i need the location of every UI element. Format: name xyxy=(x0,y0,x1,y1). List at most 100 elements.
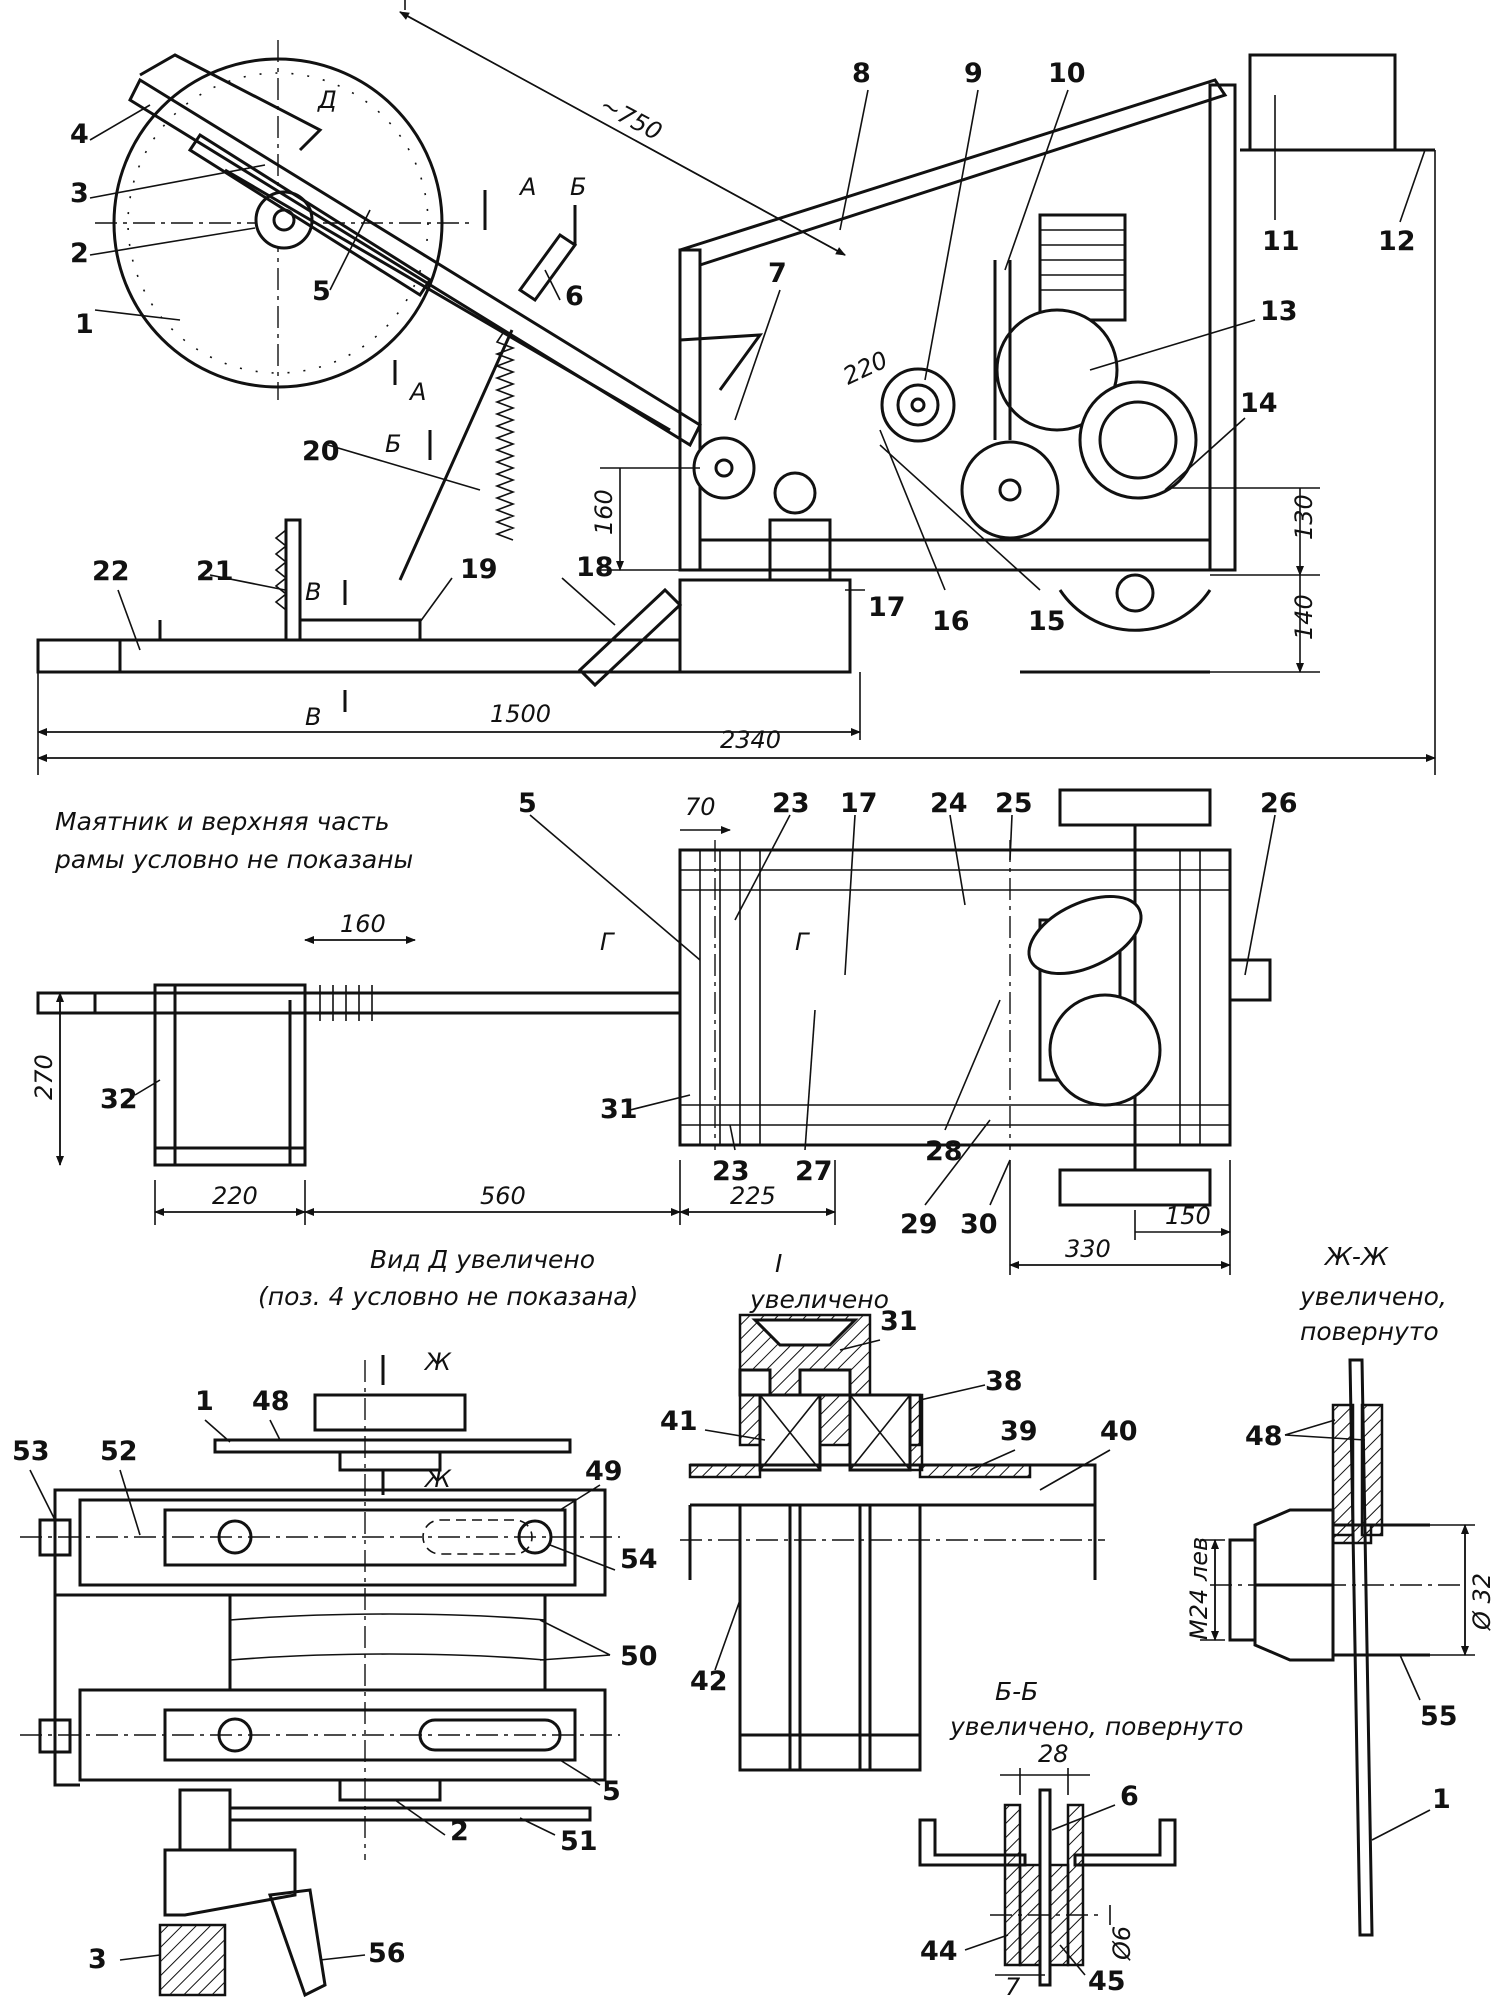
dim-7: 7 xyxy=(1005,1973,1021,2000)
dim-270: 270 xyxy=(30,1054,58,1100)
b-pos-44: 44 xyxy=(920,1936,958,1967)
d-pos-3: 3 xyxy=(88,1944,107,1975)
zh-pos-48: 48 xyxy=(1245,1421,1283,1452)
pos-3: 3 xyxy=(70,178,89,209)
dim-560: 560 xyxy=(480,1182,526,1210)
engine xyxy=(1038,213,1127,322)
d-pos-53: 53 xyxy=(12,1436,50,1467)
dim-150: 150 xyxy=(1165,1202,1211,1230)
b-pos-45: 45 xyxy=(1088,1966,1126,1997)
mark-b-bot: Б xyxy=(385,430,401,458)
pos-13: 13 xyxy=(1260,296,1298,327)
pos-4: 4 xyxy=(70,119,89,150)
i-pos-38: 38 xyxy=(985,1366,1023,1397)
pos-8: 8 xyxy=(852,58,871,89)
pos-15: 15 xyxy=(1028,606,1066,637)
plan-view-labels: 5 23 17 24 25 26 31 23 27 28 29 30 32 xyxy=(100,788,1298,1240)
section-zh-bot: Ж xyxy=(423,1465,452,1493)
dim-220: 220 xyxy=(212,1182,258,1210)
pos-19: 19 xyxy=(460,554,498,585)
dim-h130: 130 xyxy=(1290,494,1318,540)
d-pos-52: 52 xyxy=(100,1436,138,1467)
pos-10: 10 xyxy=(1048,58,1086,89)
dim-70: 70 xyxy=(685,793,716,821)
view-d-mark: Д xyxy=(317,86,337,114)
mark-g-right: Г xyxy=(795,928,810,956)
plan-note-line2: рамы условно не показаны xyxy=(54,845,413,874)
plan-pos-23-top: 23 xyxy=(772,788,810,819)
section-b-b: Б-Б увеличено, повернуто 28 Ø6 7 6 44 45 xyxy=(918,1677,1243,2000)
pos-9: 9 xyxy=(964,58,983,89)
fuel-tank xyxy=(1248,53,1397,152)
plan-pos-5: 5 xyxy=(518,788,537,819)
d-pos-50: 50 xyxy=(620,1641,658,1672)
detail-i-subtitle: увеличено xyxy=(749,1285,889,1314)
main-frame xyxy=(678,248,702,572)
pos-18: 18 xyxy=(576,552,614,583)
d-pos-2: 2 xyxy=(450,1816,469,1847)
dim-160: 160 xyxy=(340,910,386,938)
pendulum-arm xyxy=(128,77,702,448)
d-pos-49: 49 xyxy=(585,1456,623,1487)
i-pos-41: 41 xyxy=(660,1406,698,1437)
plan-pos-17: 17 xyxy=(840,788,878,819)
pos-6: 6 xyxy=(565,281,584,312)
i-pos-39: 39 xyxy=(1000,1416,1038,1447)
dim-28: 28 xyxy=(1038,1740,1069,1768)
dim-1500: 1500 xyxy=(490,700,551,728)
spring xyxy=(494,329,516,541)
mark-v-bot: В xyxy=(305,703,321,731)
d-pos-1: 1 xyxy=(195,1386,214,1417)
section-zh-zh: Ж-Ж увеличено, повернуто М24 лев Ø 32 48… xyxy=(1185,1242,1496,1937)
zh-pos-1: 1 xyxy=(1432,1784,1451,1815)
mark-g-left: Г xyxy=(600,928,615,956)
d-pos-48: 48 xyxy=(252,1386,290,1417)
i-pos-42: 42 xyxy=(690,1666,728,1697)
pos-1: 1 xyxy=(75,309,94,340)
section-zh-title: Ж-Ж xyxy=(1323,1242,1389,1271)
dim-2340: 2340 xyxy=(720,726,781,754)
detail-d-labels: 53 52 1 48 49 54 50 5 2 51 3 56 xyxy=(12,1386,658,1975)
i-pos-40: 40 xyxy=(1100,1416,1138,1447)
section-zh-top: Ж xyxy=(423,1348,452,1376)
mark-a-bot: А xyxy=(408,378,426,406)
base-frame xyxy=(36,638,122,674)
section-b-title: Б-Б xyxy=(995,1677,1038,1706)
section-b-labels: 6 44 45 xyxy=(920,1781,1139,1997)
detail-i-title: I xyxy=(775,1249,782,1278)
plan-pos-31: 31 xyxy=(600,1094,638,1125)
pos-22: 22 xyxy=(92,556,130,587)
detail-i-labels: 31 38 41 39 40 42 xyxy=(660,1306,1138,1697)
detail-view-d: Вид Д увеличено (поз. 4 условно не показ… xyxy=(12,1245,658,1998)
section-zh-subtitle1: увеличено, xyxy=(1299,1282,1447,1311)
d-pos-56: 56 xyxy=(368,1938,406,1969)
plan-pos-24: 24 xyxy=(930,788,968,819)
pos-5: 5 xyxy=(312,276,331,307)
detail-d-subtitle: (поз. 4 условно не показана) xyxy=(258,1282,638,1311)
plan-pos-30: 30 xyxy=(960,1209,998,1240)
dim-330: 330 xyxy=(1065,1235,1111,1263)
d-pos-54: 54 xyxy=(620,1544,658,1575)
pos-14: 14 xyxy=(1240,388,1278,419)
wheel xyxy=(1058,589,1212,632)
dim-dia32: Ø 32 xyxy=(1468,1573,1496,1631)
dim-h140: 140 xyxy=(1290,594,1318,640)
dim-h160: 160 xyxy=(590,489,618,535)
dim-phi6: Ø6 xyxy=(1108,1926,1136,1961)
pos-2: 2 xyxy=(70,238,89,269)
mark-a-top: А xyxy=(518,173,536,201)
pos-21: 21 xyxy=(196,556,234,587)
d-pos-51: 51 xyxy=(560,1826,598,1857)
dim-thread: М24 лев xyxy=(1185,1537,1213,1640)
pos-16: 16 xyxy=(932,606,970,637)
mark-b-top: Б xyxy=(570,173,586,201)
mark-v-top: В xyxy=(305,578,321,606)
detail-i: I увеличено 31 38 41 39 xyxy=(660,1249,1138,1772)
plan-pos-26: 26 xyxy=(1260,788,1298,819)
plan-pos-29: 29 xyxy=(900,1209,938,1240)
plan-pos-32: 32 xyxy=(100,1084,138,1115)
plan-pos-27: 27 xyxy=(795,1156,833,1187)
plan-note-line1: Маятник и верхняя часть xyxy=(55,807,390,836)
section-zh-labels: 48 55 1 xyxy=(1245,1419,1458,1841)
